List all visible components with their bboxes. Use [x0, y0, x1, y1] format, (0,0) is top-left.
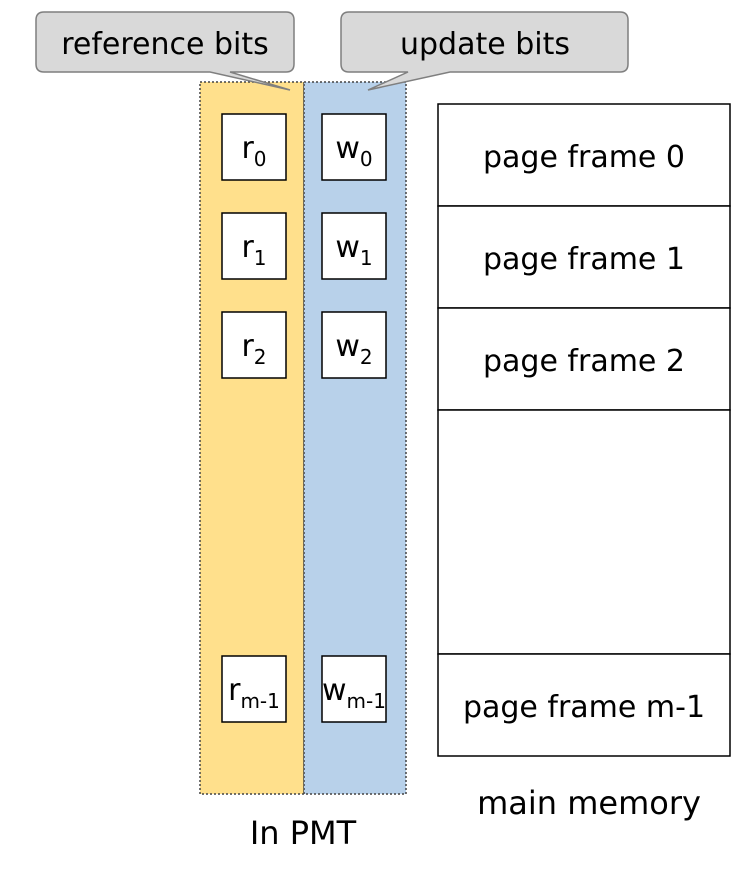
update-bit-2: w2: [321, 311, 387, 379]
page-frame-0-cell: [437, 103, 731, 207]
update-bit-m-1: wm-1: [321, 655, 387, 723]
main-memory-caption: main memory: [477, 784, 701, 822]
page-frame-gap-cell: [437, 409, 731, 655]
update-bits-label: update bits: [400, 27, 570, 62]
update-bit-2-label: w2: [335, 329, 372, 369]
reference-bit-m-1: rm-1: [221, 655, 287, 723]
reference-bit-1: r1: [221, 212, 287, 280]
reference-bit-2: r2: [221, 311, 287, 379]
reference-bit-0-label: r0: [241, 131, 266, 171]
page-frame-1-label: page frame 1: [483, 242, 685, 277]
update-bit-1-label: w1: [335, 230, 372, 270]
reference-bit-2-label: r2: [241, 329, 266, 369]
update-bits-callout: update bits: [340, 11, 629, 91]
page-frame-2-cell: [437, 307, 731, 411]
pmt-caption: In PMT: [250, 814, 357, 852]
page-frame-2-label: page frame 2: [483, 344, 685, 379]
page-frame-m-1-label: page frame m-1: [463, 690, 705, 725]
reference-bit-1-label: r1: [241, 230, 266, 270]
update-bit-1: w1: [321, 212, 387, 280]
page-frame-1-cell: [437, 205, 731, 309]
reference-bits-callout: reference bits: [35, 11, 295, 91]
page-frame-0-label: page frame 0: [483, 140, 685, 175]
update-bit-0: w0: [321, 113, 387, 181]
reference-bits-label: reference bits: [61, 27, 269, 62]
reference-bit-m-1-label: rm-1: [228, 673, 280, 713]
update-bit-0-label: w0: [335, 131, 372, 171]
update-callout-bubble: [340, 11, 629, 91]
page-frame-m-1-cell: [437, 653, 731, 757]
update-bit-m-1-label: wm-1: [322, 673, 386, 713]
main-memory-table: page frame 0 page frame 1 page frame 2 p…: [437, 103, 731, 757]
reference-bit-0: r0: [221, 113, 287, 181]
reference-callout-bubble: [35, 11, 295, 91]
